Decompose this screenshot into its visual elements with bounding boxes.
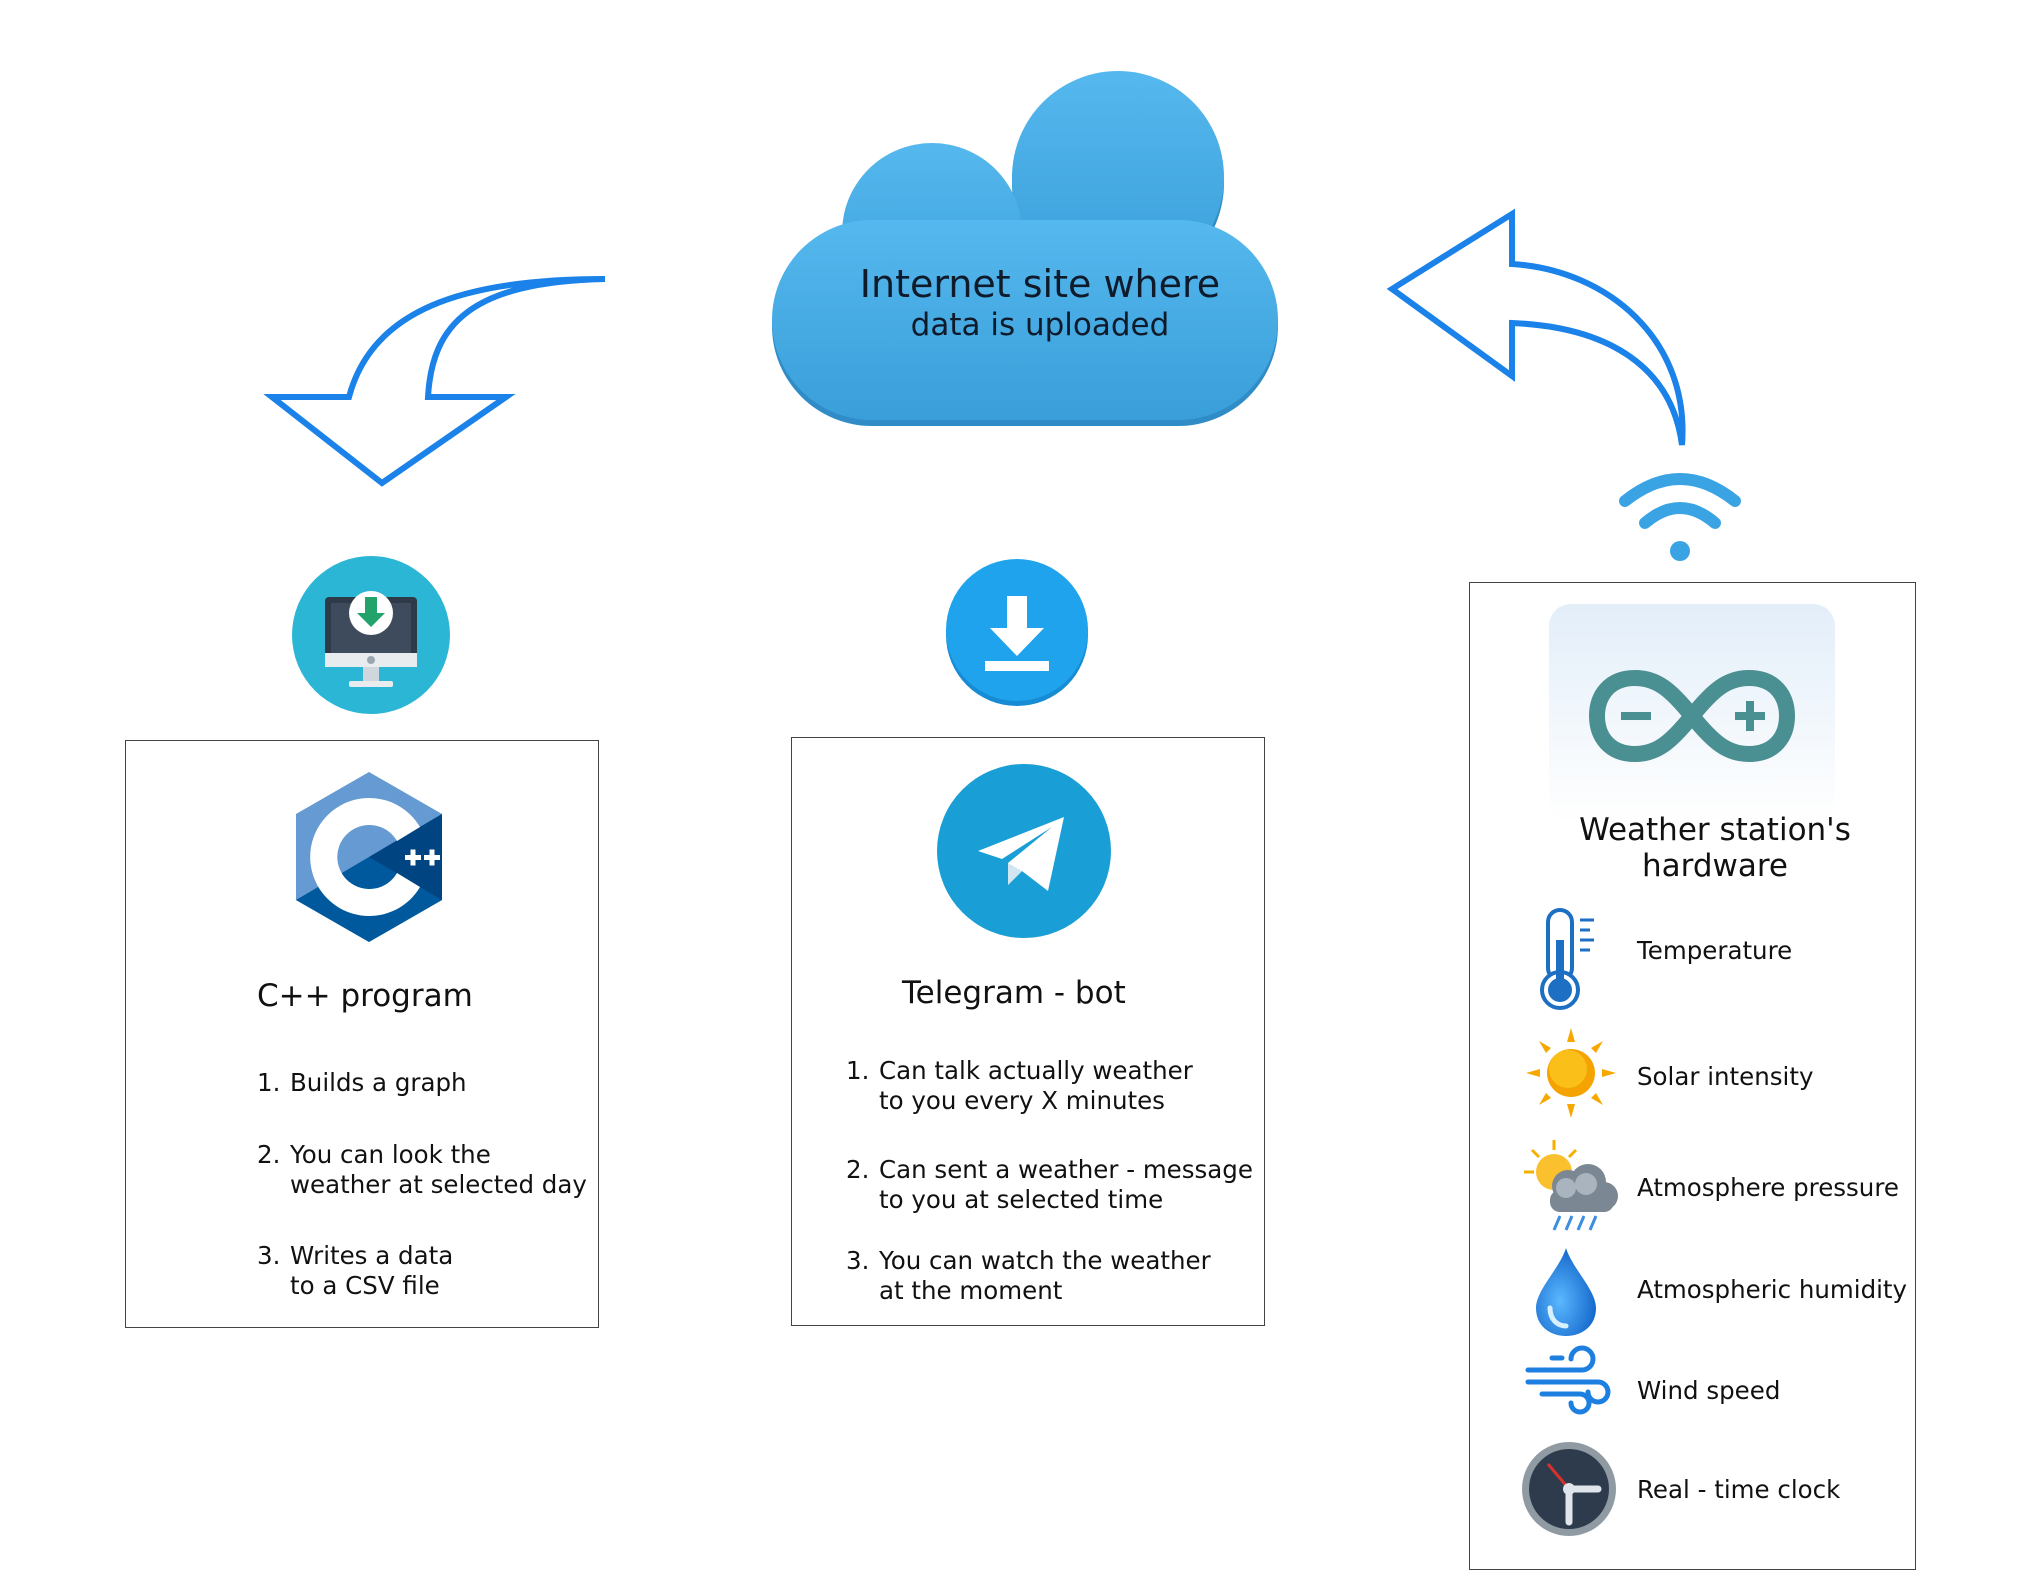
hardware-card-title: Weather station's hardware [1460, 812, 1970, 884]
cloud-label-line1: Internet site where [859, 262, 1221, 306]
sensor-label-wind-speed: Wind speed [1637, 1376, 1781, 1405]
list-item-number: 1. [257, 1068, 281, 1097]
sensor-label-solar-intensity: Solar intensity [1637, 1062, 1814, 1091]
clock-icon [1522, 1442, 1616, 1536]
wifi-icon [1619, 473, 1741, 561]
list-item: 3. You can watch the weather at the mome… [846, 1246, 1253, 1306]
list-item-line1: You can watch the weather [879, 1246, 1211, 1275]
list-item-line1: Writes a data [290, 1241, 454, 1270]
thermometer-icon [1540, 908, 1594, 1010]
list-item-line2: to a CSV file [290, 1271, 440, 1300]
cpp-logo-icon [296, 772, 442, 942]
hardware-title-line1: Weather station's [1579, 812, 1851, 848]
computer-download-icon [292, 556, 450, 714]
telegram-logo-icon [937, 764, 1111, 938]
list-item: 3. Writes a data to a CSV file [257, 1241, 587, 1301]
list-item: 2. Can sent a weather - message to you a… [846, 1155, 1253, 1215]
list-item-line1: Can sent a weather - message [879, 1155, 1253, 1184]
cpp-card-title: C++ program [257, 978, 473, 1014]
list-item-number: 3. [257, 1241, 281, 1270]
telegram-card-title: Telegram - bot [902, 975, 1126, 1011]
list-item-line2: at the moment [879, 1276, 1063, 1305]
wind-icon [1525, 1345, 1611, 1415]
list-item: 1. Can talk actually weather to you ever… [846, 1056, 1253, 1116]
telegram-feature-list: 1. Can talk actually weather to you ever… [846, 1056, 1253, 1348]
cpp-feature-list: 1. Builds a graph 2. You can look the we… [257, 1068, 587, 1343]
list-item-line2: to you every X minutes [879, 1086, 1165, 1115]
sensor-label-temperature: Temperature [1637, 936, 1793, 965]
list-item-number: 1. [846, 1056, 870, 1085]
list-item-line2: to you at selected time [879, 1185, 1164, 1214]
sun-icon [1526, 1028, 1616, 1118]
list-item-line1: Can talk actually weather [879, 1056, 1193, 1085]
water-drop-icon [1536, 1248, 1596, 1336]
hardware-title-line2: hardware [1641, 848, 1788, 884]
sensor-label-real-time-clock: Real - time clock [1637, 1475, 1841, 1504]
list-item-number: 2. [846, 1155, 870, 1184]
cloud-label-line2: data is uploaded [910, 307, 1170, 343]
list-item-line2: weather at selected day [290, 1170, 587, 1199]
list-item-number: 2. [257, 1140, 281, 1169]
download-icon [946, 559, 1088, 706]
cloud-label: Internet site where data is uploaded [790, 262, 1290, 344]
list-item-line1: You can look the [290, 1140, 491, 1169]
list-item: 2. You can look the weather at selected … [257, 1140, 587, 1200]
weather-cloud-icon [1524, 1140, 1618, 1231]
arduino-logo-icon [1549, 604, 1835, 824]
sensor-label-atmospheric-humidity: Atmospheric humidity [1637, 1275, 1908, 1304]
cloud-shape [772, 71, 1278, 426]
list-item: 1. Builds a graph [257, 1068, 587, 1098]
list-item-number: 3. [846, 1246, 870, 1275]
sensor-label-atmosphere-pressure: Atmosphere pressure [1637, 1173, 1899, 1202]
list-item-line1: Builds a graph [290, 1068, 467, 1097]
